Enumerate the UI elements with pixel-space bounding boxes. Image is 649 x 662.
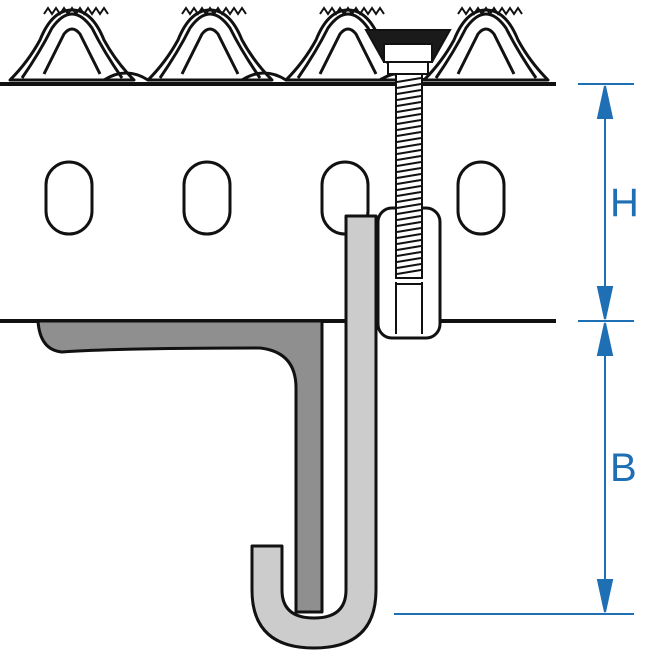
thread-line	[396, 107, 422, 113]
thread-line	[396, 101, 422, 107]
thread-line	[396, 185, 422, 191]
arrow-h-top	[596, 85, 614, 119]
arrow-b-top	[596, 322, 614, 356]
j-hook-clip	[250, 214, 378, 650]
thread-line	[396, 83, 422, 89]
thread-line	[396, 95, 422, 101]
thread-line	[396, 173, 422, 179]
thread-line	[396, 167, 422, 173]
serration-teeth	[43, 6, 523, 16]
thread-line	[396, 131, 422, 137]
thread-line	[396, 179, 422, 185]
bearing-bar-with-slots	[0, 82, 556, 323]
dimension-label-b: B	[610, 446, 637, 490]
thread-line	[396, 191, 422, 197]
thread-line	[396, 221, 422, 227]
thread-line	[396, 149, 422, 155]
thread-line	[396, 125, 422, 131]
fixing-screw	[364, 29, 452, 279]
arrow-b-bottom	[596, 579, 614, 613]
thread-line	[396, 137, 422, 143]
arrow-h-bottom	[596, 286, 614, 320]
screw-threads	[396, 77, 422, 275]
thread-line	[396, 203, 422, 209]
thread-line	[396, 89, 422, 95]
thread-line	[396, 197, 422, 203]
thread-line	[396, 257, 422, 263]
slot-hole	[44, 160, 94, 236]
dimension-lines	[394, 83, 634, 615]
thread-line	[396, 227, 422, 233]
thread-line	[396, 77, 422, 83]
thread-line	[396, 251, 422, 257]
thread-line	[396, 233, 422, 239]
thread-line	[396, 119, 422, 125]
thread-line	[396, 263, 422, 269]
thread-line	[396, 143, 422, 149]
thread-line	[396, 239, 422, 245]
serrated-grating	[8, 8, 550, 82]
thread-line	[396, 215, 422, 221]
slot-hole	[456, 160, 506, 236]
thread-line	[396, 161, 422, 167]
thread-line	[396, 209, 422, 215]
slot-hole	[182, 160, 232, 236]
support-angle	[36, 319, 324, 614]
thread-line	[396, 113, 422, 119]
thread-line	[396, 155, 422, 161]
dimension-label-h: H	[610, 181, 639, 225]
thread-line	[396, 245, 422, 251]
thread-line	[396, 269, 422, 275]
